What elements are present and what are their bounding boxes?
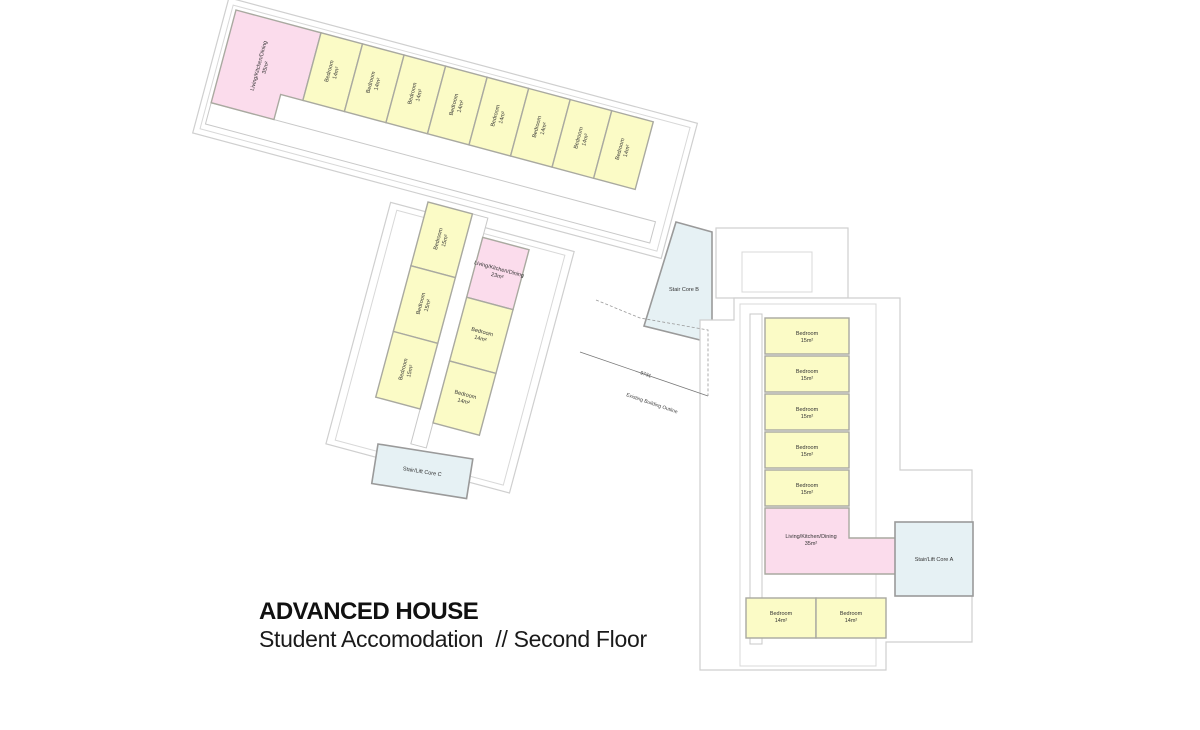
bedroom-name: Bedroom — [796, 369, 819, 375]
room-bedroom-e-5[interactable]: Bedroom 15m² — [764, 469, 850, 507]
bedroom-area: 14m² — [540, 122, 549, 136]
bedroom-area: 14m² — [374, 77, 383, 91]
title-floor: // Second Floor — [495, 626, 647, 652]
title-main: ADVANCED HOUSE — [259, 598, 479, 625]
wing-e-top-void — [741, 251, 813, 293]
bedroom-name: Bedroom — [433, 227, 445, 251]
bedroom-area: 14m² — [498, 111, 507, 125]
bedroom-area: 15m² — [424, 299, 433, 313]
dimension-annotation: 9731 — [579, 351, 709, 397]
room-bedroom-c-right-2[interactable]: Bedroom 14m² — [432, 360, 497, 437]
room-bedroom-e-2[interactable]: Bedroom 15m² — [764, 355, 850, 393]
bedroom-name: Bedroom — [407, 82, 419, 106]
bedroom-area: 14m² — [415, 88, 424, 102]
stair-core-b-label: Stair Core B — [669, 287, 699, 293]
room-living-nw[interactable]: Living/Kitchen/Dining 35m² — [210, 9, 322, 126]
bedroom-area: 15m² — [801, 338, 814, 344]
bedroom-name: Bedroom — [796, 483, 819, 489]
room-bedroom-e-bottom-1[interactable]: Bedroom 14m² — [745, 597, 817, 639]
bedroom-name: Bedroom — [449, 93, 461, 117]
room-bedroom-e-3[interactable]: Bedroom 15m² — [764, 393, 850, 431]
bedroom-name: Bedroom — [615, 137, 627, 161]
bedroom-name: Bedroom — [796, 445, 819, 451]
room-bedroom-e-bottom-2[interactable]: Bedroom 14m² — [815, 597, 887, 639]
wing-e-corridor — [749, 313, 763, 645]
bedroom-area: 15m² — [801, 414, 814, 420]
bedroom-area: 14m² — [457, 100, 466, 114]
bedroom-area: 14m² — [473, 335, 487, 344]
room-living-e-name: Living/Kitchen/Dining — [785, 534, 836, 540]
bedroom-area: 14m² — [845, 618, 858, 624]
title-subtitle-row: Student Accomodation // Second Floor — [259, 626, 647, 652]
wing-nw-corridor — [204, 102, 657, 244]
bedroom-area: 14m² — [332, 66, 341, 80]
title-subtitle: Student Accomodation — [259, 626, 484, 652]
title-block: ADVANCED HOUSE Student Accomodation // S… — [259, 598, 647, 652]
bedroom-name: Bedroom — [366, 71, 378, 95]
wing-e: Bedroom 15m² Bedroom 15m² Bedroom 15m² B… — [699, 227, 973, 671]
dimension-value: 9731 — [639, 370, 652, 379]
bedroom-name: Bedroom — [454, 389, 478, 401]
bedroom-area: 15m² — [801, 452, 814, 458]
existing-outline-label: Existing Building Outline — [625, 392, 678, 415]
bedroom-area: 14m² — [775, 618, 788, 624]
bedroom-name: Bedroom — [398, 357, 410, 381]
bedroom-name: Bedroom — [840, 611, 863, 617]
bedroom-name: Bedroom — [796, 407, 819, 413]
stair-lift-core-a[interactable]: Stair/Lift Core A — [894, 521, 974, 597]
room-living-e-area: 35m² — [805, 541, 818, 547]
room-living-c-area: 23m² — [490, 272, 504, 281]
bedroom-area: 15m² — [801, 490, 814, 496]
room-bedroom-e-1[interactable]: Bedroom 15m² — [764, 317, 850, 355]
bedroom-name: Bedroom — [573, 126, 585, 150]
bedroom-name: Bedroom — [770, 611, 793, 617]
room-living-nw-area: 35m² — [262, 61, 271, 75]
bedroom-area: 14m² — [581, 133, 590, 147]
bedroom-name: Bedroom — [324, 59, 336, 83]
bedroom-area: 14m² — [623, 144, 632, 158]
bedroom-area: 14m² — [457, 397, 471, 406]
bedroom-area: 15m² — [441, 234, 450, 248]
bedroom-name: Bedroom — [471, 327, 495, 339]
existing-outline-line — [595, 299, 709, 396]
stair-lift-core-a-label: Stair/Lift Core A — [915, 557, 954, 563]
wing-e-inner-outline — [739, 303, 877, 667]
bedroom-name: Bedroom — [416, 292, 428, 316]
bedroom-area: 15m² — [801, 376, 814, 382]
wing-nw-inner-outline — [199, 4, 691, 252]
bedroom-name: Bedroom — [532, 115, 544, 139]
dimension-line — [579, 351, 709, 397]
wing-e-top-block — [715, 227, 849, 299]
bedroom-name: Bedroom — [490, 104, 502, 128]
room-bedroom-e-4[interactable]: Bedroom 15m² — [764, 431, 850, 469]
bedroom-area: 15m² — [406, 364, 415, 378]
bedroom-name: Bedroom — [796, 331, 819, 337]
stair-lift-core-c[interactable]: Stair/Lift Core C — [370, 443, 474, 500]
